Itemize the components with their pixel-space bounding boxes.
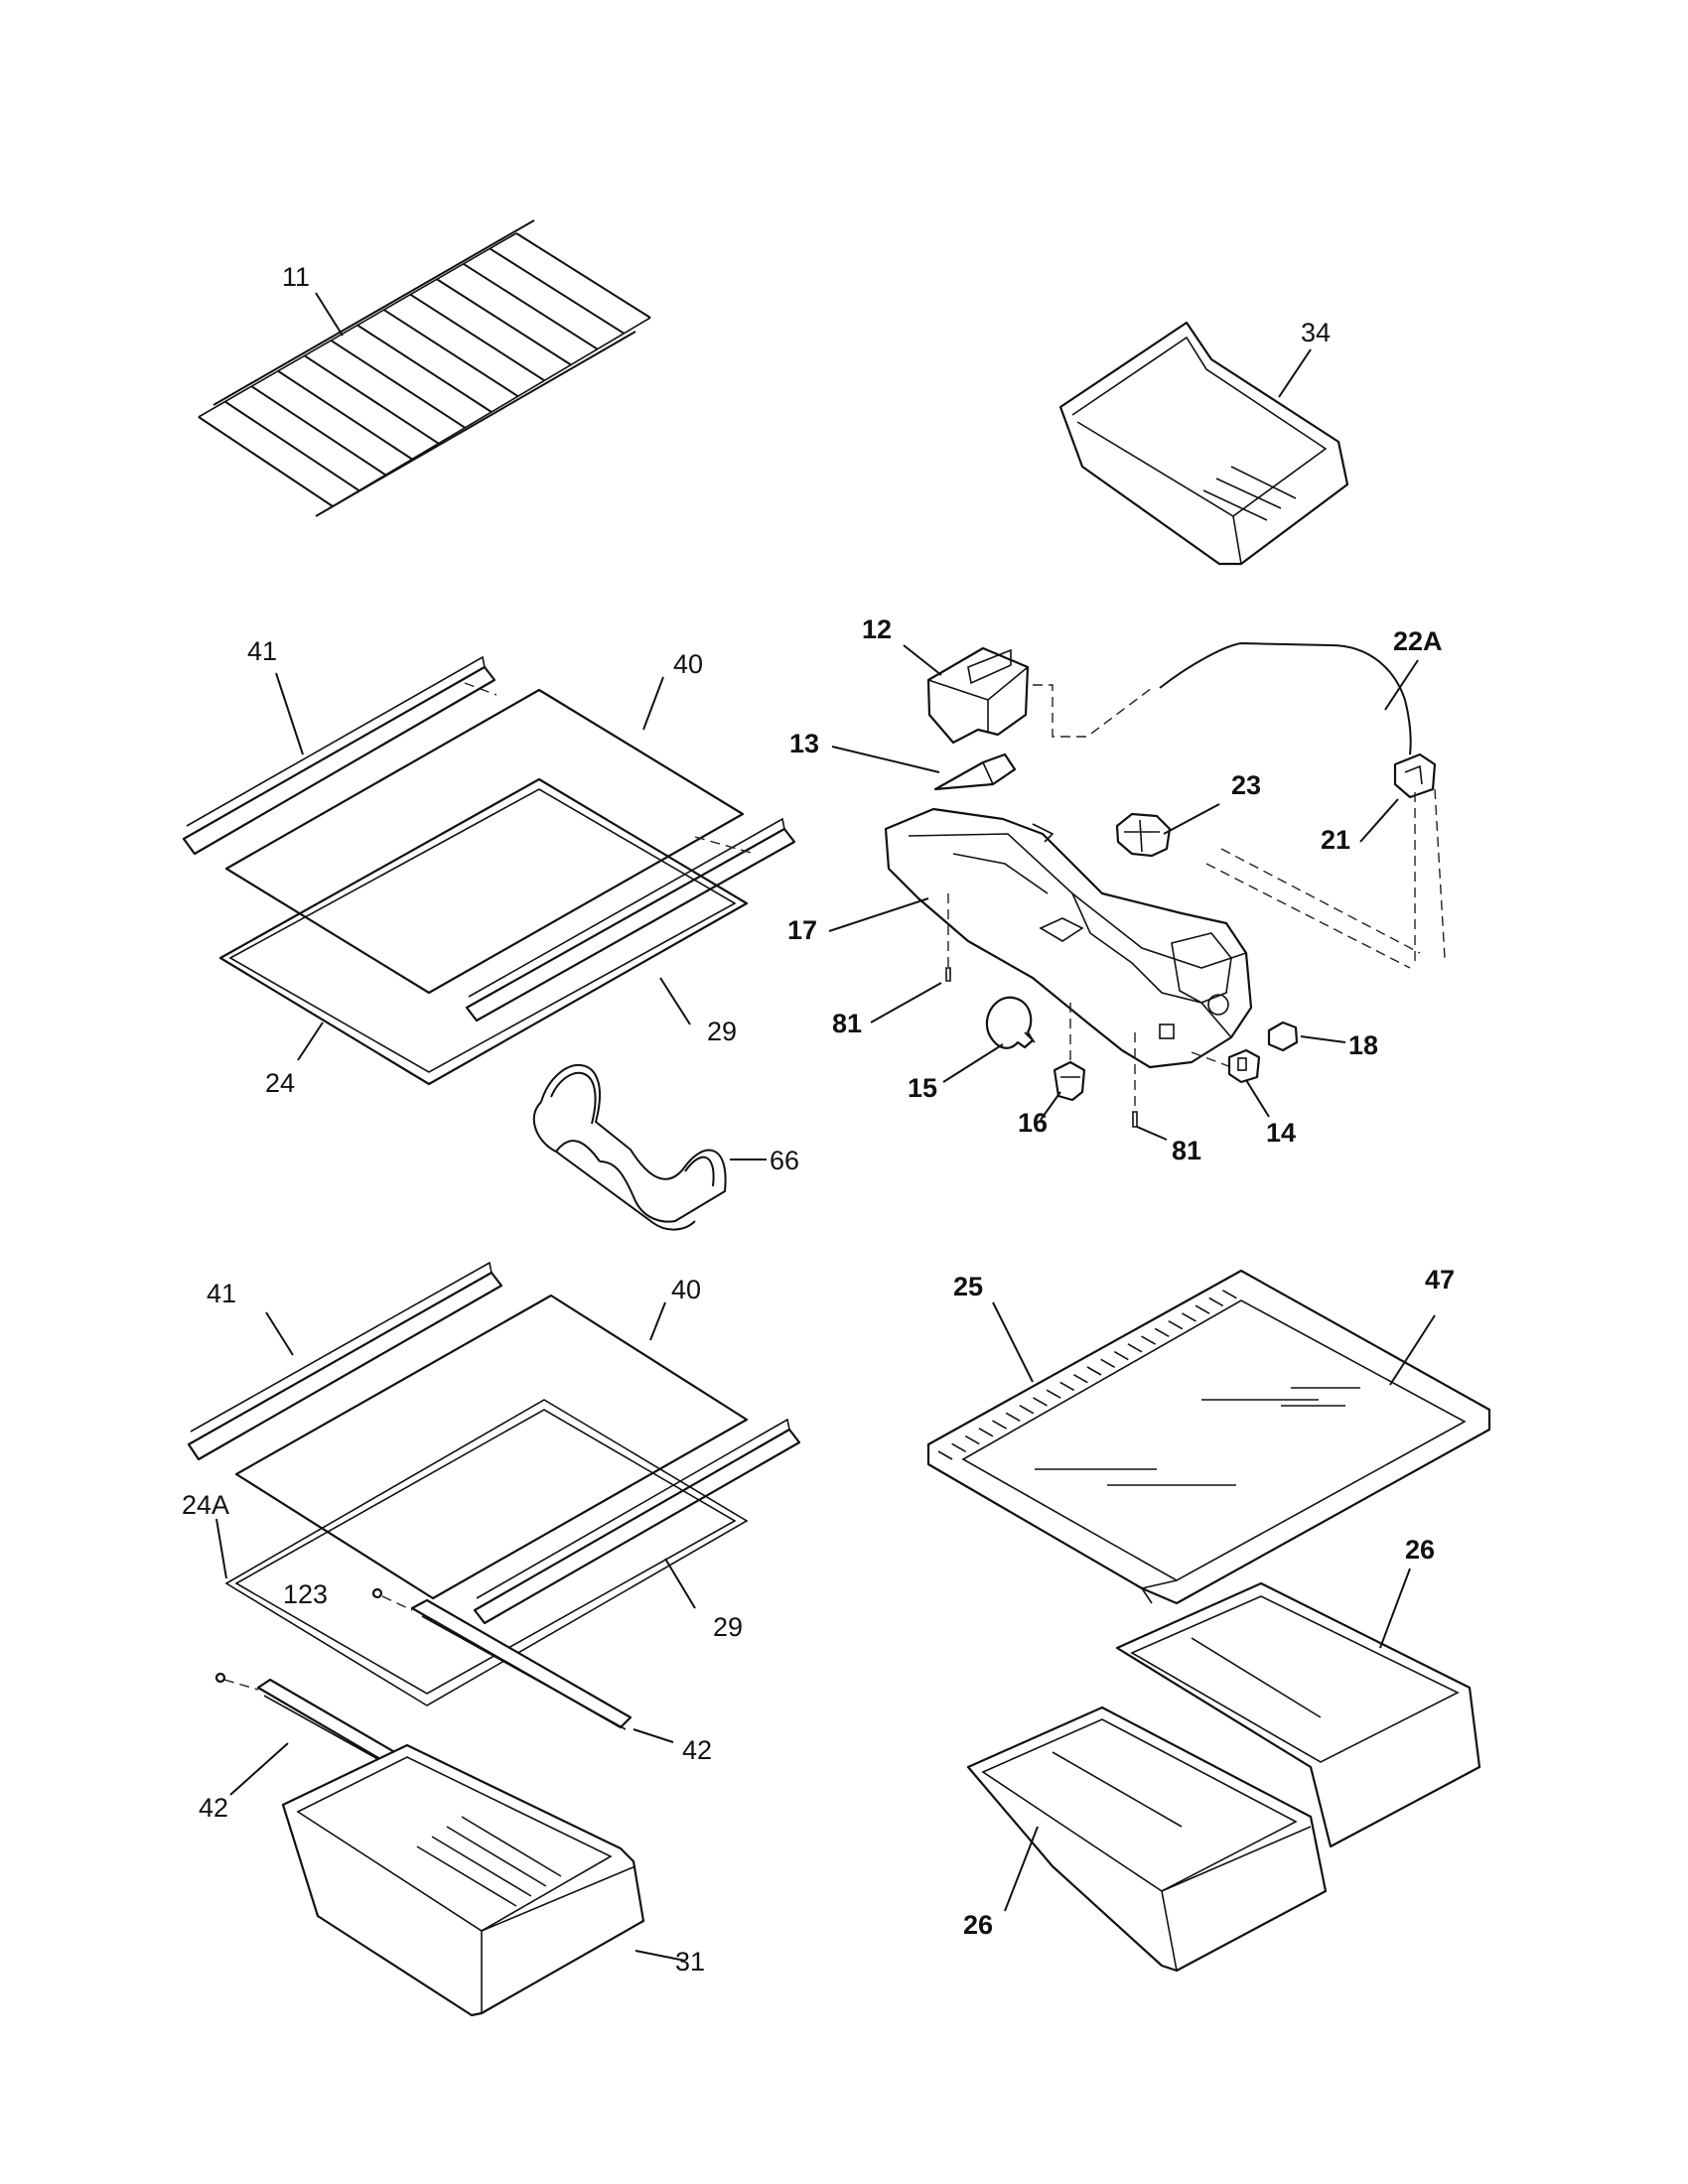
label-26-lower: 26 — [963, 1910, 993, 1940]
shelf-trim-part-41-upper — [182, 655, 496, 856]
shelf-rod — [489, 247, 625, 335]
light-housing-part-17 — [884, 807, 1253, 1069]
knob-part-18 — [1267, 1021, 1299, 1052]
cover-vent — [1086, 1366, 1102, 1376]
cover-vent — [1127, 1343, 1143, 1353]
cover-vent — [1182, 1312, 1196, 1322]
cover-vent — [1059, 1381, 1075, 1392]
crisper-drawer-part-26-front — [966, 1706, 1328, 1973]
cover-vent — [937, 1450, 953, 1460]
label-12: 12 — [862, 614, 892, 644]
label-23: 23 — [1231, 770, 1261, 800]
label-14: 14 — [1266, 1118, 1296, 1148]
cover-vent — [1005, 1412, 1021, 1423]
label-47: 47 — [1425, 1265, 1455, 1295]
shelf-rod — [409, 293, 545, 382]
crisper-drawer-part-31 — [281, 1743, 645, 2017]
cover-vent — [978, 1428, 994, 1437]
cover-vent — [1195, 1304, 1210, 1314]
shelf-rod — [515, 232, 651, 319]
label-29-upper: 29 — [707, 1017, 737, 1046]
cover-vent — [1019, 1404, 1035, 1415]
shelf-trim-part-29-upper — [465, 817, 796, 1023]
shelf-bracket-part-42-right — [410, 1598, 633, 1730]
shelf-rod — [250, 385, 386, 477]
label-17: 17 — [787, 915, 817, 945]
shelf-rod — [463, 262, 599, 350]
label-18: 18 — [1348, 1030, 1378, 1060]
label-41-upper: 41 — [247, 636, 277, 666]
wire-shelf-part-11 — [198, 219, 651, 517]
shelf-rod — [383, 309, 519, 398]
shelf-rod — [436, 278, 572, 366]
label-40-upper: 40 — [673, 649, 703, 679]
screw-part-123 — [214, 1587, 383, 1684]
shelf-rod — [330, 340, 466, 429]
label-41-lower: 41 — [207, 1279, 236, 1308]
cover-vent — [1046, 1389, 1061, 1399]
cover-vent — [1168, 1319, 1184, 1330]
part-23 — [1115, 812, 1172, 858]
label-26-upper: 26 — [1405, 1535, 1435, 1565]
label-66: 66 — [770, 1146, 799, 1175]
cover-vent — [1100, 1358, 1116, 1368]
label-34: 34 — [1301, 318, 1331, 347]
cover-vent — [1072, 1374, 1088, 1384]
label-16: 16 — [1018, 1108, 1048, 1138]
label-40-lower: 40 — [671, 1275, 701, 1304]
label-42-right: 42 — [682, 1735, 712, 1765]
crisper-cover-part-25 — [926, 1269, 1491, 1605]
wine-rack-part-66 — [532, 1064, 727, 1231]
shelf-rod — [356, 324, 492, 413]
glass-shelf-part-40-upper — [224, 688, 745, 995]
cover-vent — [992, 1420, 1007, 1430]
part-21 — [1393, 752, 1437, 799]
shelf-rod — [198, 416, 334, 507]
shelf-rod — [304, 354, 440, 445]
part-13 — [933, 752, 1017, 791]
screw-part-81-right — [1132, 1111, 1138, 1128]
screw-part-81-left — [945, 967, 951, 982]
label-81-right: 81 — [1172, 1136, 1201, 1165]
shelf-rod — [277, 369, 413, 461]
cover-vent — [951, 1442, 967, 1452]
cover-vent — [1141, 1335, 1156, 1345]
wire-harness-part-22A — [1159, 641, 1412, 755]
bin-part-34 — [1058, 321, 1349, 566]
label-24A: 24A — [182, 1490, 229, 1520]
shelf-frame-part-24A — [224, 1399, 749, 1706]
label-22A: 22A — [1393, 626, 1443, 656]
shelf-trim-part-41-lower — [187, 1261, 503, 1461]
label-11: 11 — [282, 262, 310, 292]
light-bulb-part-15 — [985, 996, 1036, 1049]
shelf-frame-part-24 — [218, 777, 749, 1086]
label-24: 24 — [265, 1068, 295, 1098]
label-25: 25 — [953, 1272, 983, 1301]
label-21: 21 — [1321, 825, 1350, 855]
cover-vent — [1113, 1350, 1129, 1361]
part-12 — [926, 646, 1030, 745]
label-31: 31 — [675, 1947, 705, 1977]
label-15: 15 — [908, 1073, 937, 1103]
label-42-left: 42 — [199, 1793, 228, 1823]
shelf-trim-part-29-lower — [473, 1418, 801, 1625]
cover-vent — [1208, 1297, 1224, 1307]
cover-vent — [1221, 1290, 1237, 1299]
glass-insert-part-47 — [1035, 1387, 1360, 1486]
label-123: 123 — [283, 1579, 328, 1609]
label-29-lower: 29 — [713, 1612, 743, 1642]
label-81-left: 81 — [832, 1009, 862, 1038]
light-socket-part-16 — [1053, 1060, 1086, 1102]
glass-shelf-part-40-lower — [234, 1294, 749, 1600]
shelf-rod — [224, 400, 360, 491]
crisper-drawer-part-26-back — [1115, 1581, 1481, 1848]
cover-vent — [964, 1434, 980, 1445]
cover-vent — [1033, 1397, 1048, 1407]
label-13: 13 — [789, 729, 819, 758]
switch-part-14 — [1227, 1048, 1261, 1084]
cover-vent — [1154, 1327, 1170, 1338]
